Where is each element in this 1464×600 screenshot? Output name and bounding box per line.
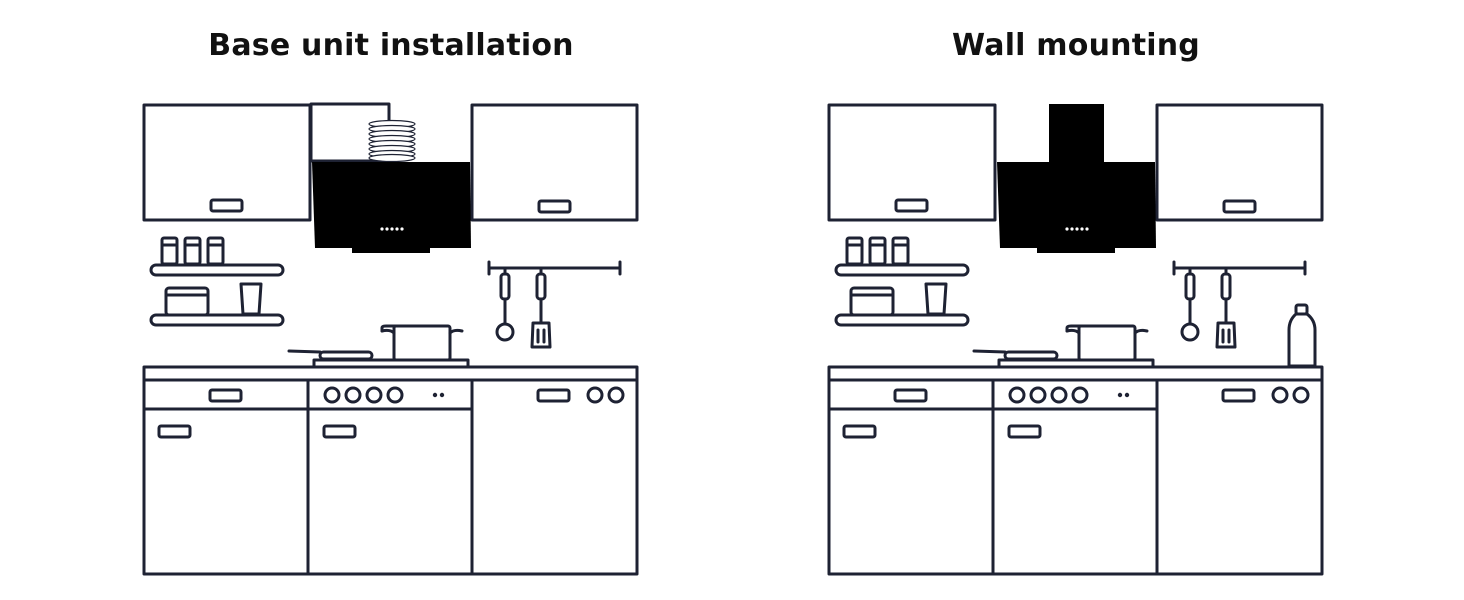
hob-with-pot-and-pan: [974, 326, 1153, 367]
wall-mounting-scene: [829, 104, 1322, 574]
wall-mounting-title: Wall mounting: [952, 28, 1200, 63]
stacked-duct-icon: [368, 119, 416, 163]
base-cabinets: [829, 367, 1322, 574]
chimney-duct-icon: [1049, 104, 1104, 164]
bottle-icon: [1287, 303, 1317, 368]
base-unit-installation-title: Base unit installation: [208, 28, 574, 63]
wall-cabinet-right: [1157, 105, 1322, 220]
base-unit-installation-scene: [144, 102, 637, 574]
shelves-with-jars: [836, 238, 968, 325]
cooker-hood-icon: [312, 162, 471, 253]
base-cabinets: [144, 367, 637, 574]
utensil-rail-icon: [1174, 262, 1305, 347]
cooker-hood-icon: [997, 162, 1156, 253]
utensil-rail-icon: [489, 262, 620, 347]
wall-cabinet-left: [144, 105, 310, 220]
wall-cabinet-right: [472, 105, 637, 220]
hob-with-pot-and-pan: [289, 326, 468, 367]
shelves-with-jars: [151, 238, 283, 325]
wall-cabinet-left: [829, 105, 995, 220]
